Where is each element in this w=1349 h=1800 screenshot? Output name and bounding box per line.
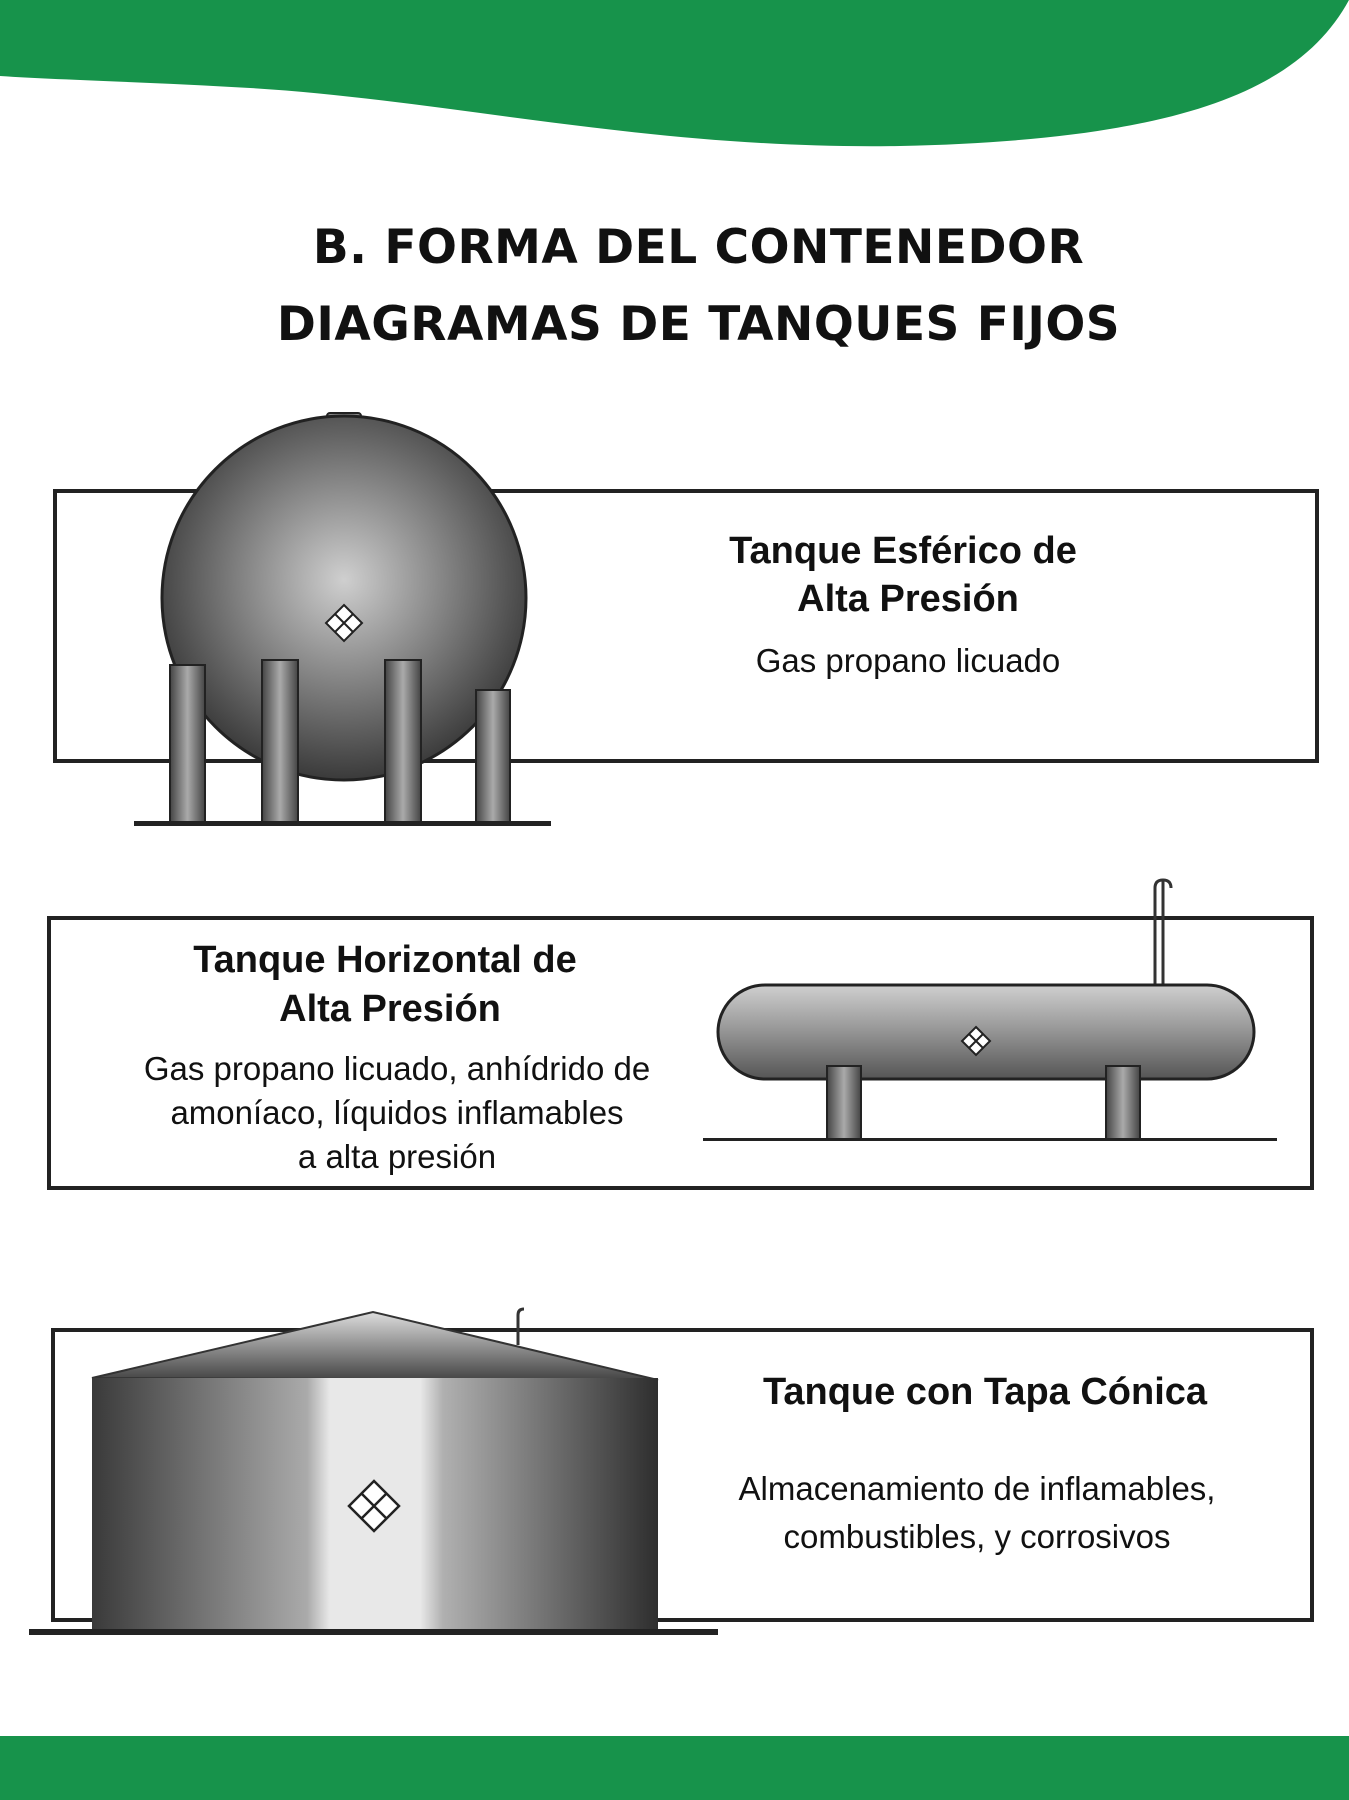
tank-2-description-line-2: amoníaco, líquidos inflamables	[170, 1094, 624, 1131]
footer-bar	[0, 1736, 1349, 1800]
page-title-line-1: B. FORMA DEL CONTENEDOR	[312, 220, 1085, 275]
horizontal-tank-icon	[703, 878, 1277, 1141]
tank-3-description-line-2: combustibles, y corrosivos	[783, 1518, 1171, 1555]
tank-3-description-line-1: Almacenamiento de inflamables,	[738, 1470, 1216, 1507]
tank-1-title-line-1: Tanque Esférico de	[729, 530, 1077, 572]
spherical-tank-icon	[134, 412, 551, 826]
tank-1-title-line-2: Alta Presión	[797, 578, 1019, 620]
cone-roof-tank-icon	[29, 1307, 718, 1635]
tank-2-title-line-1: Tanque Horizontal de	[193, 939, 577, 981]
page-title-line-2: DIAGRAMAS DE TANQUES FIJOS	[276, 297, 1121, 352]
tank-panel-1	[53, 489, 1319, 763]
tank-1-description: Gas propano licuado	[755, 642, 1061, 679]
tank-2-title-line-2: Alta Presión	[279, 988, 501, 1030]
tank-2-description-line-1: Gas propano licuado, anhídrido de	[143, 1050, 651, 1087]
header-wave	[0, 0, 1349, 147]
tank-2-description-line-3: a alta presión	[297, 1138, 497, 1175]
tank-panel-2	[47, 916, 1314, 1190]
tank-panel-3	[51, 1328, 1314, 1622]
tank-3-title: Tanque con Tapa Cónica	[762, 1371, 1208, 1413]
